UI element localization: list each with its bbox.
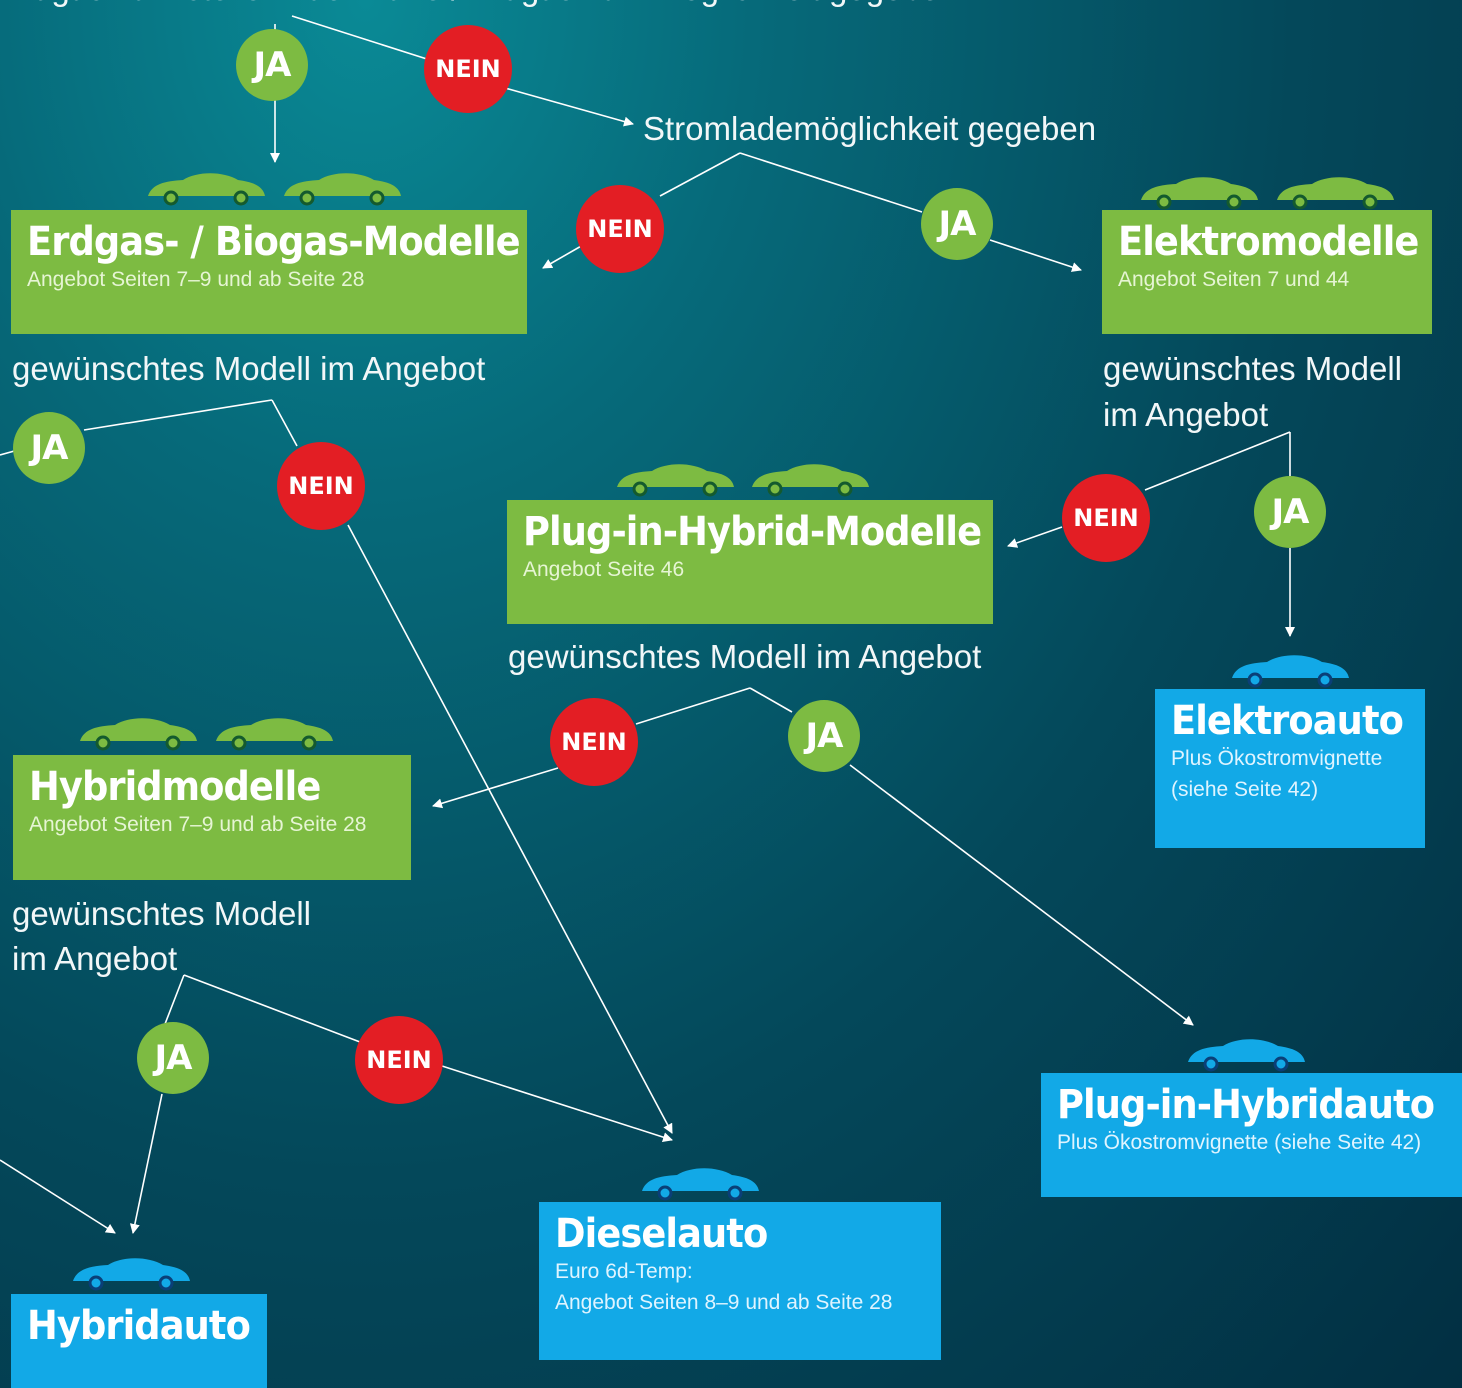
blue-car-icon — [642, 1168, 759, 1201]
box-subtitle: Angebot Seiten 7–9 und ab Seite 28 — [29, 813, 367, 836]
ja-badge: JA — [921, 188, 993, 260]
green-car-icon — [148, 173, 265, 206]
nein-badge: NEIN — [277, 442, 365, 530]
nein-badge: NEIN — [550, 698, 638, 786]
box-erdgas-modelle: Erdgas- / Biogas-Modelle Angebot Seiten … — [11, 210, 527, 334]
box-title: Plug-in-Hybridauto — [1057, 1082, 1435, 1128]
box-subtitle: Angebot Seiten 7 und 44 — [1118, 268, 1350, 291]
green-car-icon — [752, 464, 869, 497]
green-car-icon — [216, 718, 333, 751]
green-car-icon — [617, 464, 734, 497]
question-modell-elektro-line2: im Angebot — [1103, 396, 1269, 433]
nein-badge: NEIN — [355, 1016, 443, 1104]
question-modell-elektro: gewünschtes Modell — [1103, 350, 1402, 387]
box-subtitle: (siehe Seite 42) — [1171, 778, 1319, 801]
top-question: Erdgas-Tankstelle in der Nähe / Erdgas-T… — [0, 0, 958, 8]
box-subtitle: Angebot Seiten 8–9 und ab Seite 28 — [555, 1291, 893, 1314]
box-title: Hybridmodelle — [29, 764, 321, 810]
question-modell-hybrid-line2: im Angebot — [12, 940, 178, 977]
ja-badge: JA — [1254, 476, 1326, 548]
ja-badge: JA — [788, 700, 860, 772]
green-car-icon — [1277, 177, 1394, 210]
ja-badge: JA — [13, 412, 85, 484]
box-subtitle: Plus Ökostromvignette (siehe Seite 42) — [1057, 1131, 1422, 1154]
green-car-icon — [1141, 177, 1258, 210]
question-strom: Stromlademöglichkeit gegeben — [643, 110, 1097, 147]
box-subtitle: Angebot Seite 46 — [523, 558, 685, 581]
box-title: Hybridauto — [27, 1303, 251, 1349]
box-title: Erdgas- / Biogas-Modelle — [27, 219, 521, 265]
ja-badge: JA — [236, 29, 308, 101]
box-subtitle: Angebot Seiten 7–9 und ab Seite 28 — [27, 268, 365, 291]
box-elektroauto: Elektroauto Plus Ökostromvignette (siehe… — [1155, 689, 1425, 848]
box-title: Elektromodelle — [1118, 219, 1419, 265]
box-elektromodelle: Elektromodelle Angebot Seiten 7 und 44 — [1102, 210, 1432, 334]
box-hybridmodelle: Hybridmodelle Angebot Seiten 7–9 und ab … — [13, 755, 411, 880]
nein-badge: NEIN — [424, 25, 512, 113]
box-title: Elektroauto — [1171, 698, 1404, 744]
box-plug-in-hybrid-modelle: Plug-in-Hybrid-Modelle Angebot Seite 46 — [507, 500, 993, 624]
blue-car-icon — [73, 1258, 190, 1291]
blue-car-icon — [1232, 655, 1349, 688]
ja-badge: JA — [137, 1022, 209, 1094]
question-modell-erdgas: gewünschtes Modell im Angebot — [12, 350, 486, 387]
box-hybridauto: Hybridauto — [11, 1294, 267, 1388]
box-title: Plug-in-Hybrid-Modelle — [523, 509, 982, 555]
box-dieselauto: Dieselauto Euro 6d-Temp: Angebot Seiten … — [539, 1202, 941, 1360]
blue-car-icon — [1188, 1039, 1305, 1072]
green-car-icon — [80, 718, 197, 751]
box-title: Dieselauto — [555, 1211, 768, 1257]
box-subtitle: Plus Ökostromvignette — [1171, 747, 1383, 770]
nein-badge: NEIN — [576, 185, 664, 273]
green-car-icon — [284, 173, 401, 206]
box-plug-in-hybridauto: Plug-in-Hybridauto Plus Ökostromvignette… — [1041, 1073, 1462, 1197]
nein-badge: NEIN — [1062, 474, 1150, 562]
box-subtitle: Euro 6d-Temp: — [555, 1260, 693, 1283]
question-modell-hybrid: gewünschtes Modell — [12, 895, 311, 932]
question-modell-phev: gewünschtes Modell im Angebot — [508, 638, 982, 675]
